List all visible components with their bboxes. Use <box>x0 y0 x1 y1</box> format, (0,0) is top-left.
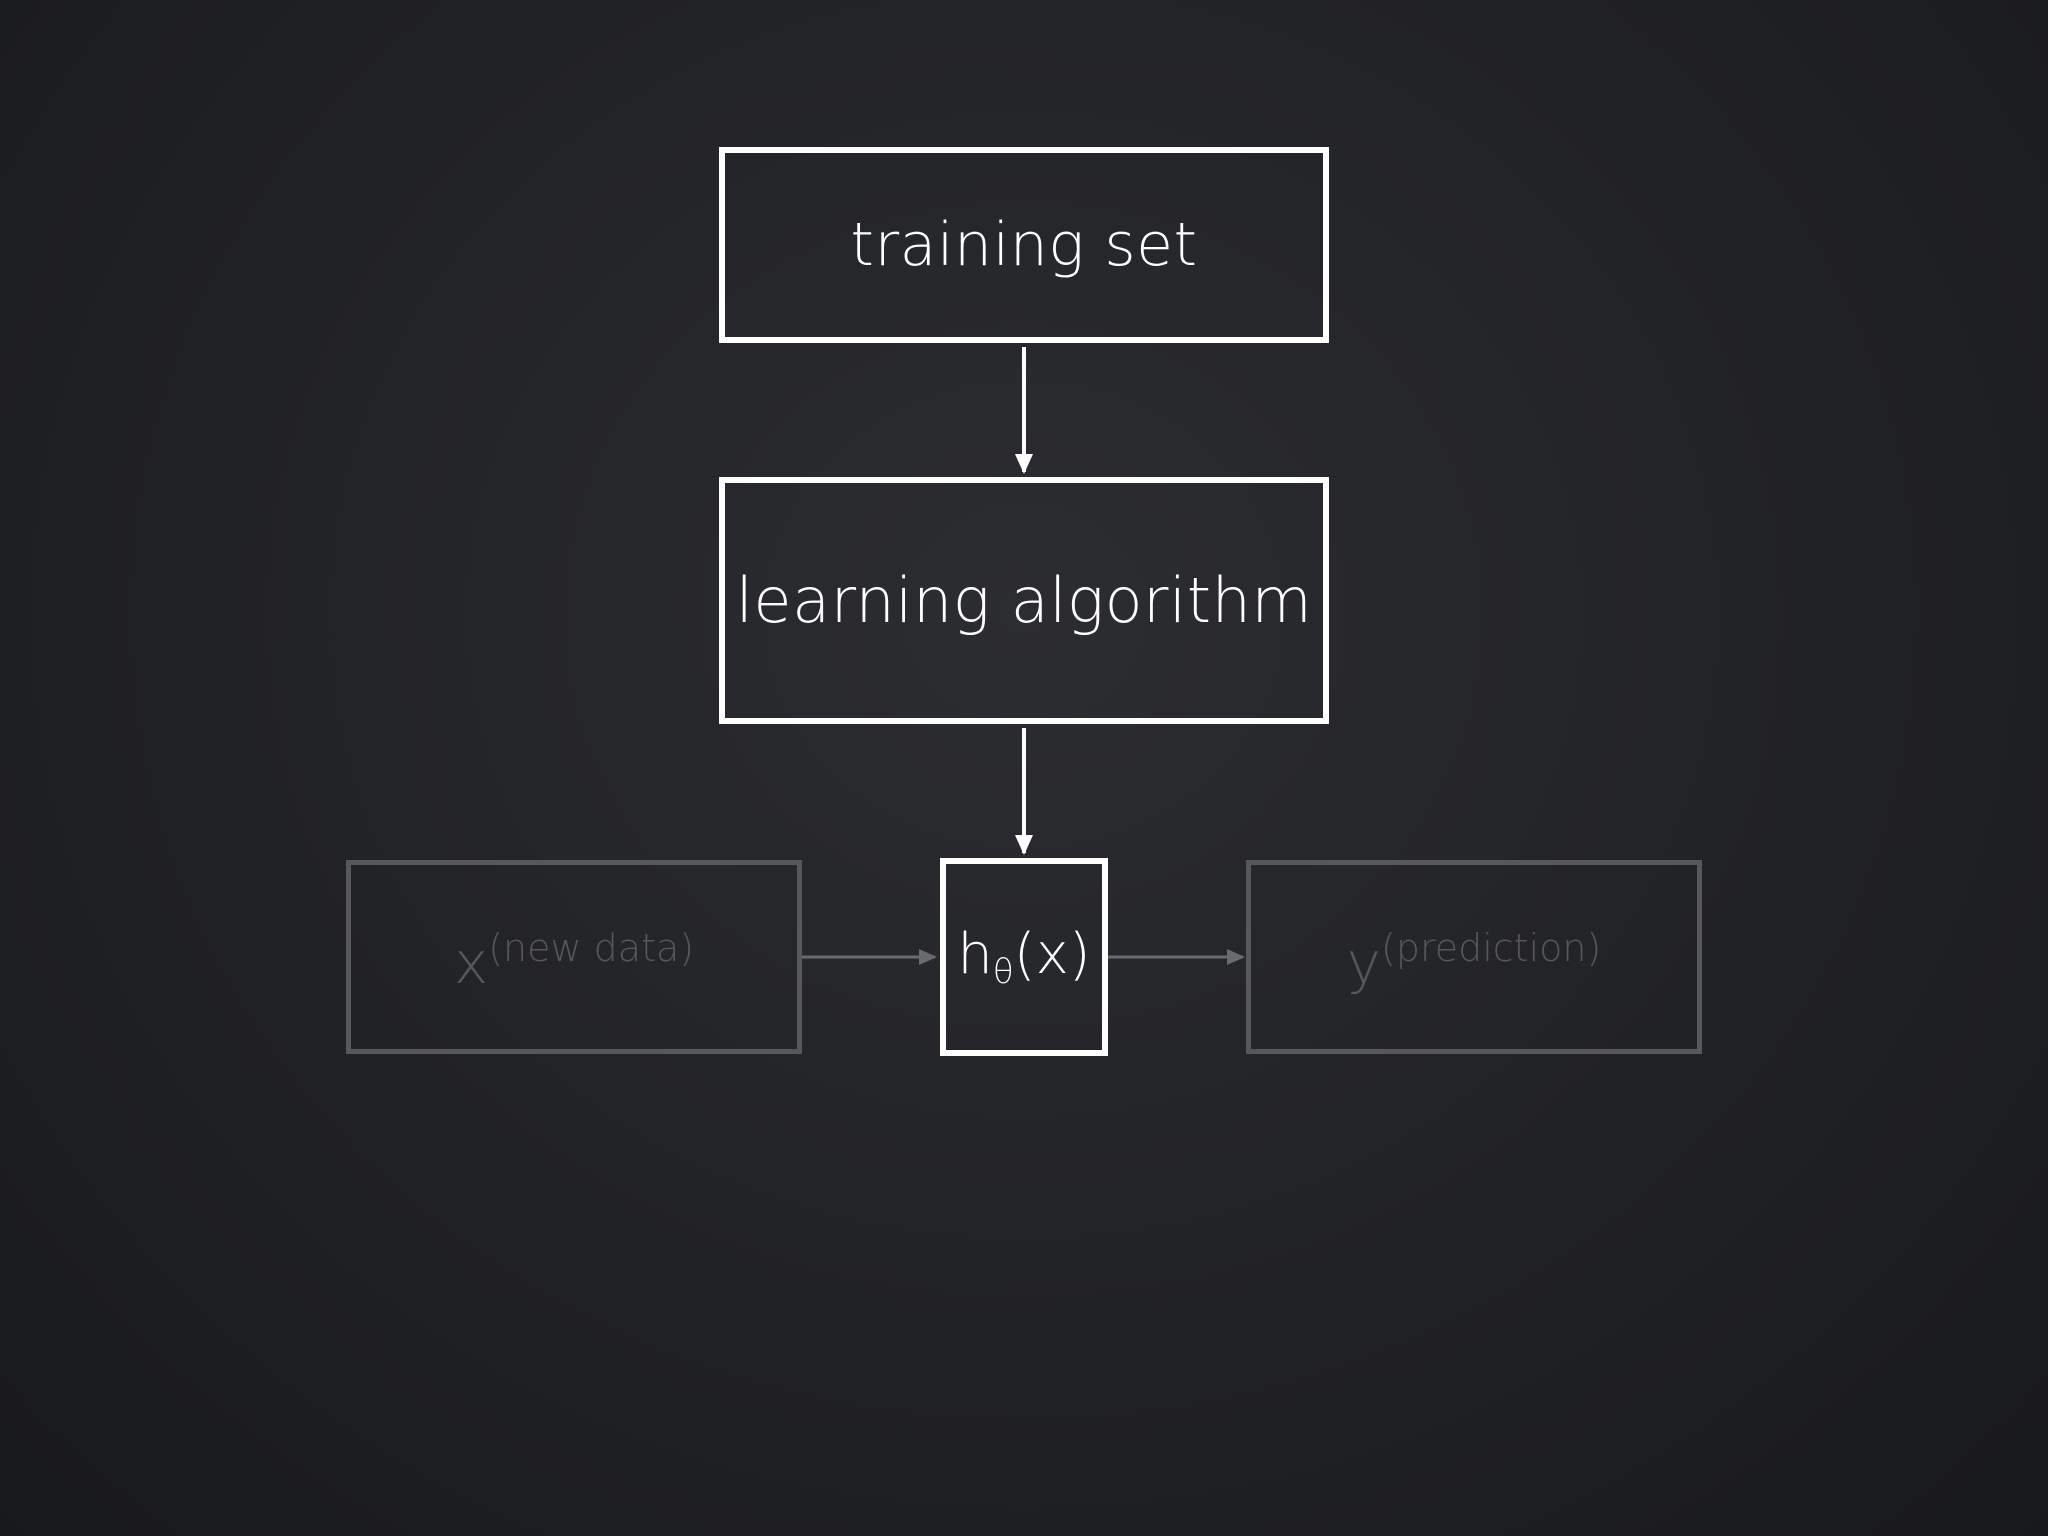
output-label: y(prediction) <box>1347 926 1602 997</box>
training-set-box: training set <box>719 147 1329 343</box>
output-superscript: (prediction) <box>1381 925 1602 970</box>
hypothesis-subscript: θ <box>992 952 1014 992</box>
hypothesis-base: h <box>957 922 993 987</box>
learning-algorithm-box: learning algorithm <box>719 477 1329 724</box>
training-set-label: training set <box>850 210 1198 280</box>
learning-algorithm-label: learning algorithm <box>735 564 1313 637</box>
input-box: x(new data) <box>346 860 802 1054</box>
output-box: y(prediction) <box>1246 860 1702 1054</box>
input-superscript: (new data) <box>488 925 695 970</box>
hypothesis-label: hθ(x) <box>957 922 1090 992</box>
hypothesis-argument: (x) <box>1013 922 1091 987</box>
hypothesis-box: hθ(x) <box>940 858 1108 1056</box>
input-symbol: x <box>453 928 489 997</box>
input-label: x(new data) <box>454 926 694 997</box>
output-symbol: y <box>1346 928 1381 997</box>
